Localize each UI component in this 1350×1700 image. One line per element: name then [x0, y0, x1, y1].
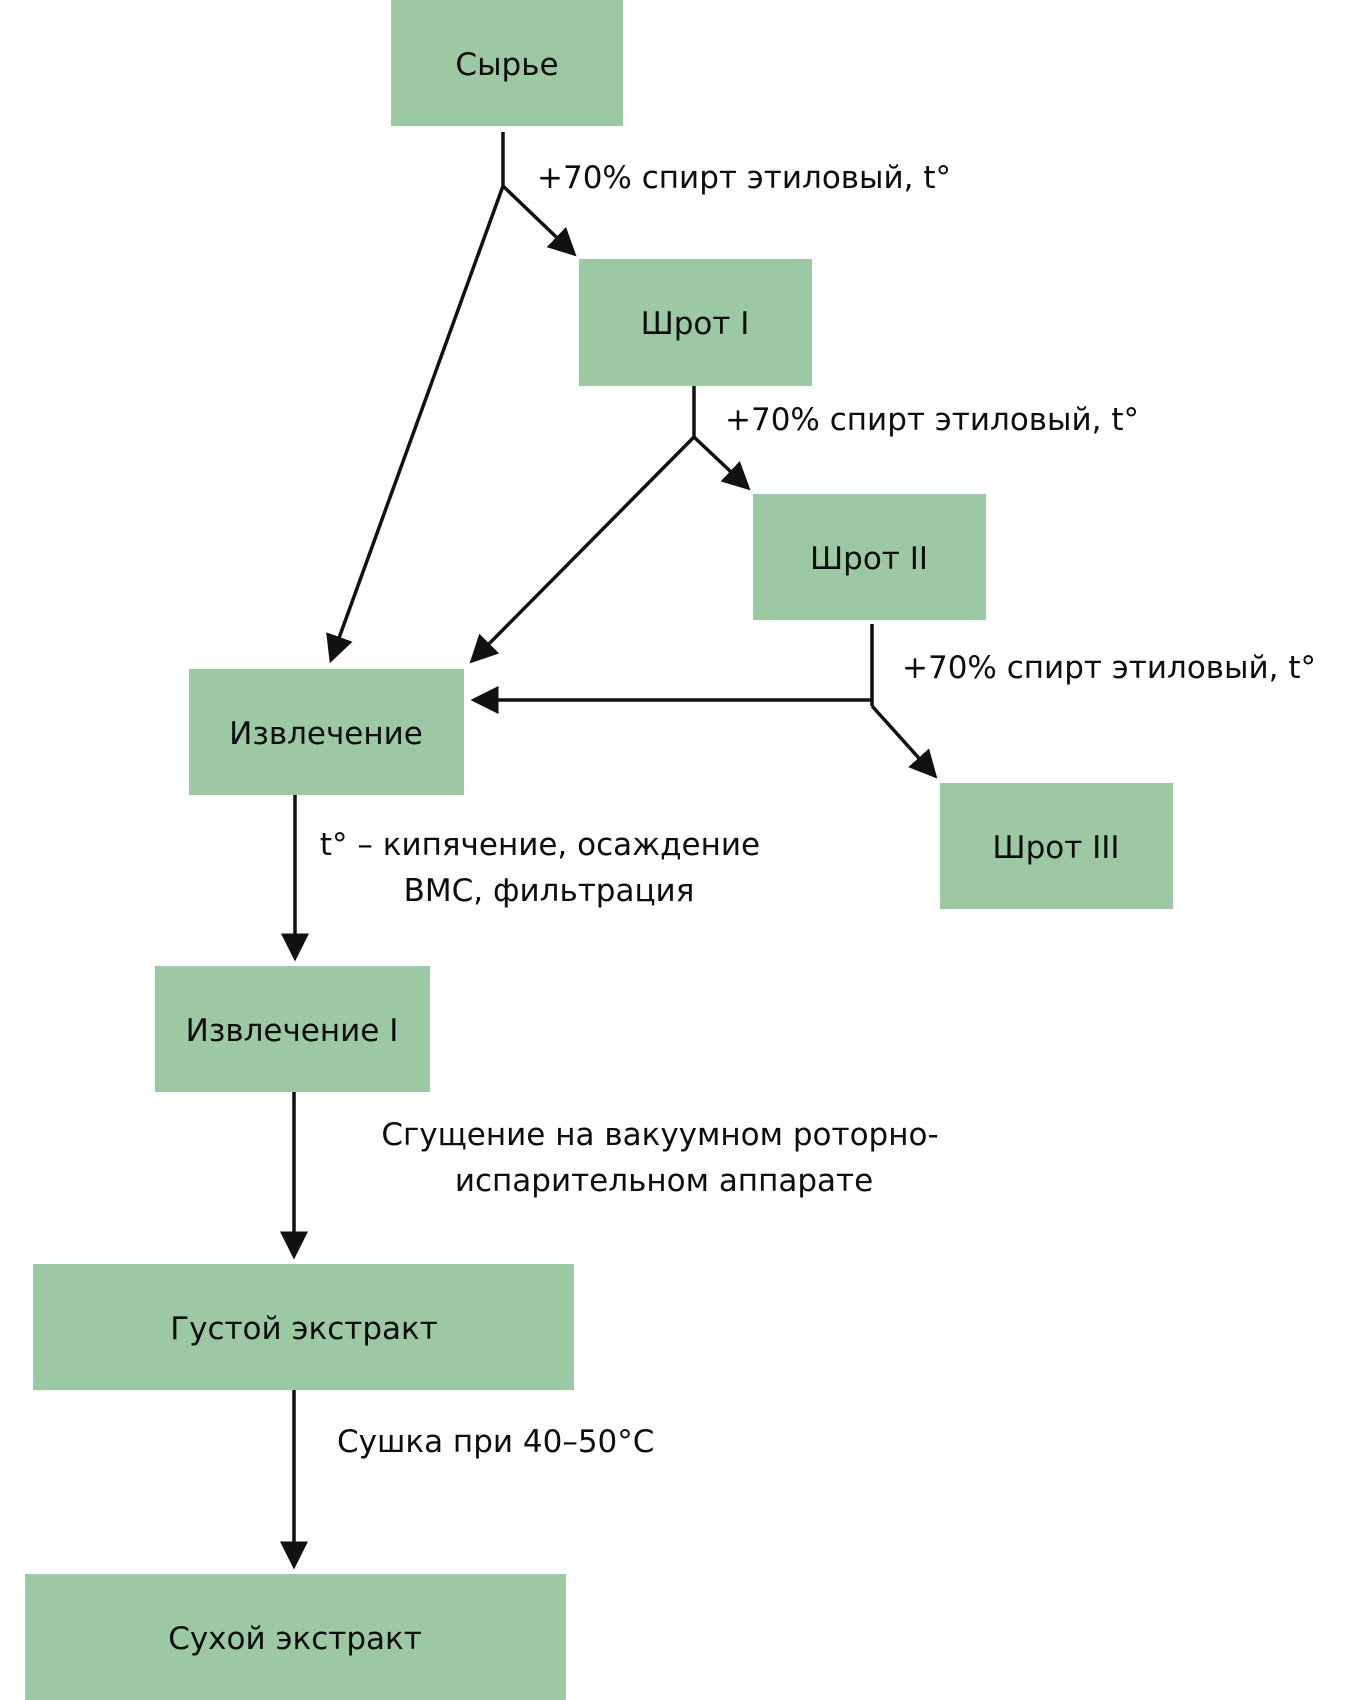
node-meal-1-box — [579, 259, 812, 386]
node-meal-3-label: Шрот III — [992, 830, 1119, 866]
edge-raw-to-meal-1 — [501, 184, 577, 257]
node-meal-3: Шрот III — [940, 783, 1173, 909]
node-raw-box — [391, 0, 623, 126]
node-thick-extract: Густой экстракт — [33, 1264, 574, 1390]
edge-label-condense-line-2: испарительном аппарате — [455, 1163, 873, 1199]
node-extract-1-label: Извлечение I — [186, 1013, 399, 1049]
edge-meal-2-to-meal-3 — [870, 704, 938, 779]
edge-label-boil-line-2: ВМС, фильтрация — [404, 873, 695, 909]
edge-meal-1-to-extract — [469, 435, 696, 664]
node-meal-1: Шрот I — [579, 259, 812, 386]
node-thick-extract-label: Густой экстракт — [170, 1311, 438, 1347]
edge-label-drying: Сушка при 40–50°C — [337, 1424, 654, 1460]
edge-label-solvent-1: +70% спирт этиловый, t° — [537, 160, 951, 196]
node-extract-label: Извлечение — [229, 716, 423, 752]
node-meal-1-label: Шрот I — [641, 306, 750, 342]
node-raw-label: Сырье — [455, 47, 558, 83]
node-raw: Сырье — [391, 0, 623, 126]
node-dry-extract-label: Сухой экстракт — [168, 1621, 422, 1657]
edge-label-boil-line-1: t° – кипячение, осаждение — [320, 827, 760, 863]
node-dry-extract: Сухой экстракт — [25, 1574, 566, 1700]
node-meal-2-box — [753, 494, 986, 620]
edge-meal-1-to-meal-2 — [692, 435, 751, 491]
node-extract-1-box — [155, 966, 430, 1092]
node-extract-1: Извлечение I — [155, 966, 430, 1092]
edge-label-solvent-3: +70% спирт этиловый, t° — [902, 650, 1316, 686]
node-meal-2: Шрот II — [753, 494, 986, 620]
node-meal-2-label: Шрот II — [810, 541, 928, 577]
edge-label-condense-line-1: Сгущение на вакуумном роторно- — [381, 1117, 938, 1153]
node-extract-box — [189, 669, 464, 795]
node-thick-extract-box — [33, 1264, 574, 1390]
edge-label-solvent-2: +70% спирт этиловый, t° — [725, 402, 1139, 438]
node-dry-extract-box — [25, 1574, 566, 1700]
node-meal-3-box — [940, 783, 1173, 909]
node-extract: Извлечение — [189, 669, 464, 795]
edge-raw-to-extract — [326, 185, 505, 664]
